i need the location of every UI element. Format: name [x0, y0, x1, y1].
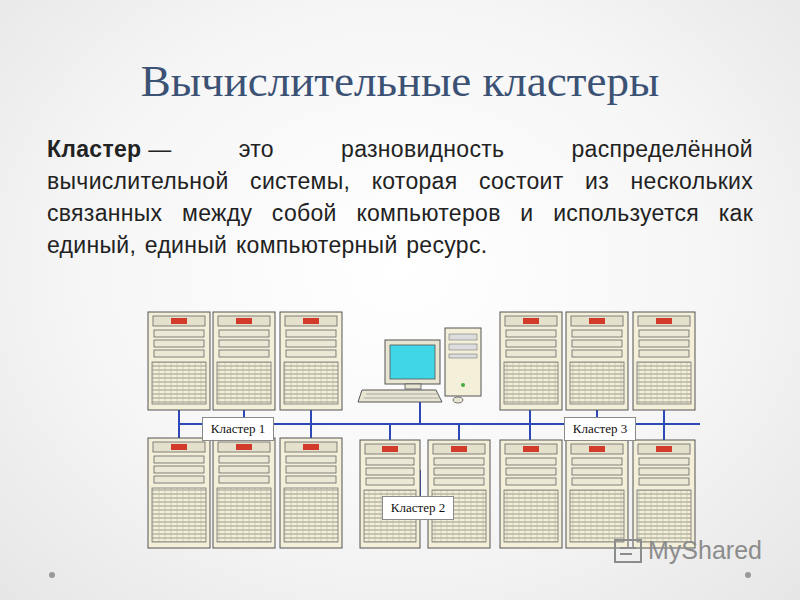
slide-title: Вычислительные кластеры — [0, 55, 800, 107]
server-racks — [148, 312, 695, 548]
server-rack — [148, 438, 210, 548]
server-rack — [500, 440, 562, 548]
server-rack — [428, 440, 490, 548]
cluster-label-box: Кластер 1 — [202, 417, 274, 441]
watermark: MyShared — [648, 536, 762, 565]
server-rack — [566, 312, 628, 410]
server-rack — [633, 440, 695, 548]
slide-dot — [745, 572, 751, 578]
server-rack — [280, 438, 342, 548]
term: Кластер — [47, 136, 141, 162]
definition-text: Кластер— это разновидность распределённо… — [47, 133, 753, 261]
cluster-label-box: Кластер 2 — [382, 496, 454, 520]
definition: — это разновидность распределённой вычис… — [47, 136, 753, 258]
server-rack — [213, 312, 275, 410]
server-rack — [148, 312, 210, 410]
server-rack — [500, 312, 562, 410]
cluster-name: Кластер 2 — [391, 500, 445, 515]
watermark-icon — [615, 540, 641, 562]
cluster-name: Кластер 1 — [211, 421, 265, 436]
cluster-label-box: Кластер 3 — [564, 417, 636, 441]
server-rack — [566, 440, 628, 548]
server-rack — [633, 312, 695, 410]
server-rack — [360, 440, 420, 548]
server-rack — [280, 312, 342, 410]
cluster-name: Кластер 3 — [573, 421, 627, 436]
server-rack — [213, 438, 275, 548]
workstation-computer — [358, 328, 481, 403]
slide-dot — [49, 572, 55, 578]
